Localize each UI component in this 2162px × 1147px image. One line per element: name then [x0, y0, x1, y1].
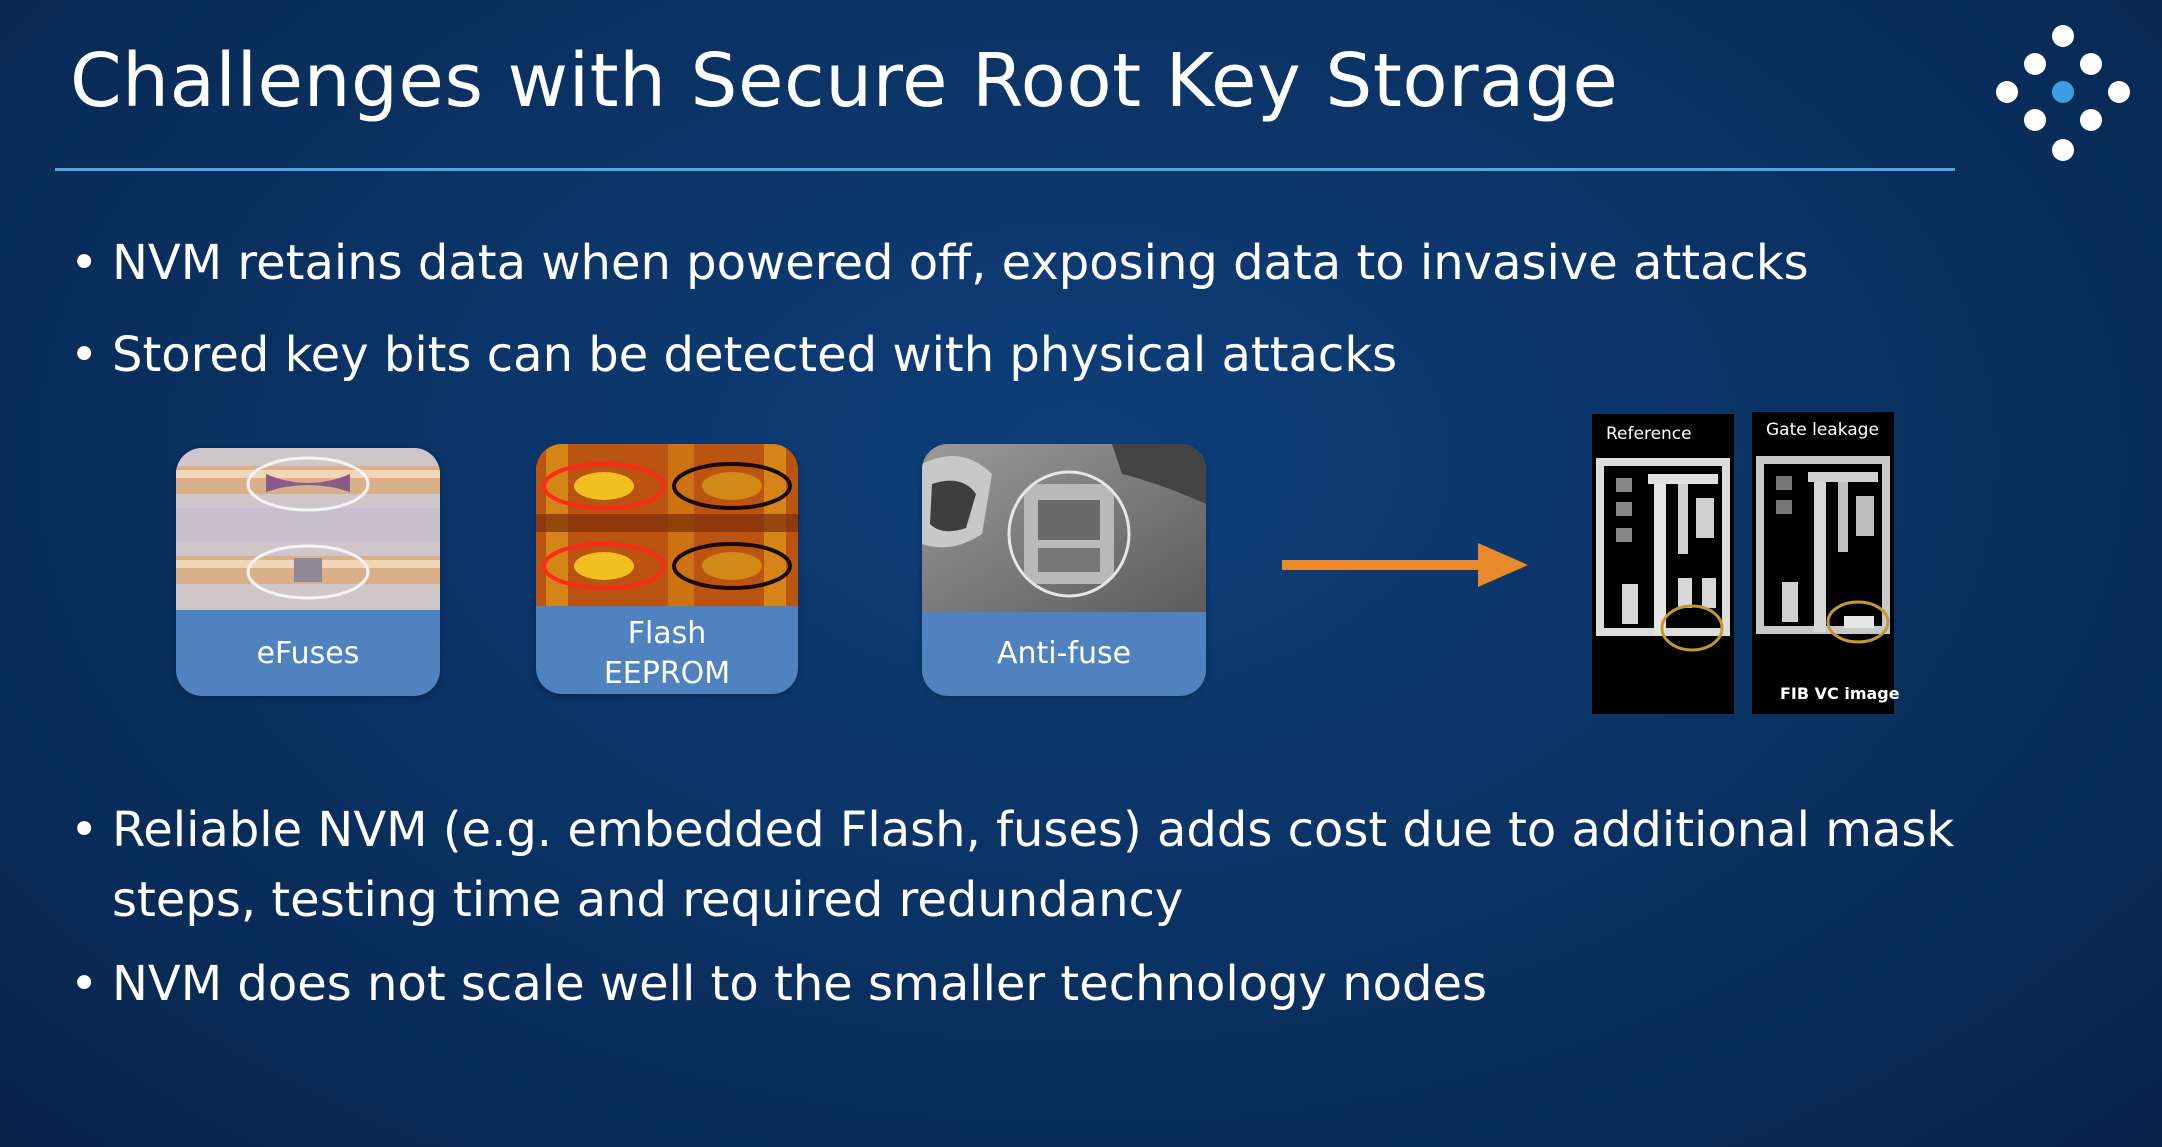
slide-title: Challenges with Secure Root Key Storage: [70, 38, 1619, 124]
flash-micrograph-image: [536, 444, 798, 606]
anti-fuse-label: Anti-fuse: [996, 636, 1132, 671]
efuse-micrograph-image: [176, 448, 440, 610]
flash-eeprom-card: Flash EEPROM: [536, 444, 798, 694]
bullet-item: Stored key bits can be detected with phy…: [70, 320, 1809, 390]
efuses-label: eFuses: [256, 636, 360, 671]
gate-leakage-layout-image: [1756, 456, 1890, 644]
bullet-text-line: Reliable NVM (e.g. embedded Flash, fuses…: [112, 802, 1955, 858]
eeprom-label-line2: EEPROM: [603, 656, 731, 691]
reference-caption: Reference: [1606, 424, 1692, 444]
reference-micrograph: Reference: [1592, 414, 1734, 714]
right-arrow-icon: [1282, 543, 1528, 587]
fib-vc-caption: FIB VC image: [1780, 684, 1900, 703]
dot-cross-logo-icon: [1996, 25, 2130, 161]
bullet-item: NVM retains data when powered off, expos…: [70, 228, 1809, 298]
bottom-bullet-list: Reliable NVM (e.g. embedded Flash, fuses…: [70, 795, 1954, 1033]
title-divider: [55, 168, 1955, 171]
anti-fuse-micrograph-image: [922, 444, 1206, 612]
gate-leakage-caption: Gate leakage: [1766, 420, 1879, 440]
bullet-item: NVM does not scale well to the smaller t…: [70, 949, 1954, 1019]
bullet-text-line: steps, testing time and required redunda…: [112, 872, 1184, 928]
anti-fuse-card: Anti-fuse: [922, 444, 1206, 696]
top-bullet-list: NVM retains data when powered off, expos…: [70, 228, 1809, 412]
gate-leakage-micrograph: Gate leakage FIB VC image: [1752, 412, 1900, 714]
reference-layout-image: [1596, 458, 1730, 652]
efuses-card: eFuses: [176, 448, 440, 696]
bullet-item: Reliable NVM (e.g. embedded Flash, fuses…: [70, 795, 1954, 935]
flash-label-line1: Flash: [627, 616, 707, 651]
